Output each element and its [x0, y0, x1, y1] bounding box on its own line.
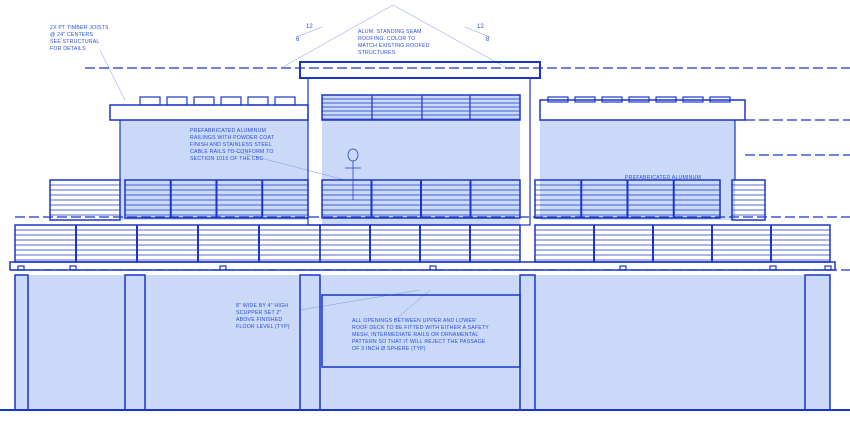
lower-level-fill [15, 275, 830, 410]
scupper [17, 265, 25, 271]
gable-left-line [282, 4, 394, 68]
left-joist-end [139, 96, 161, 106]
gable-right-line [392, 4, 506, 68]
deck-slab [9, 261, 836, 271]
left-upper-deck-fill [120, 120, 308, 220]
right-joist-end [628, 96, 650, 103]
note-scupper: 8" WIDE BY 4" HIGH SCUPPER SET 2" ABOVE … [236, 303, 290, 330]
slope-right-run: 12 [477, 24, 484, 30]
left-joist-end [166, 96, 188, 106]
scupper [429, 265, 437, 271]
left-roof [109, 104, 309, 121]
right-joist-end [682, 96, 704, 103]
deck-railing-right [534, 224, 831, 263]
note-roofing: ALUM. STANDING SEAM ROOFING. COLOR TO MA… [358, 29, 430, 56]
opening-panel [321, 294, 521, 368]
note-joists: 2X PT TIMBER JOISTS @ 24" CENTERS SEE ST… [50, 25, 109, 52]
right-joist-end [601, 96, 623, 103]
right-joist-end [574, 96, 596, 103]
right-roof [539, 99, 746, 121]
slope-left-marker [295, 26, 323, 38]
slope-left-run: 12 [306, 24, 313, 30]
right-joist-end [655, 96, 677, 103]
right-upper-deck-fill [540, 120, 735, 220]
tower-roof [299, 61, 541, 79]
left-joist-end [274, 96, 296, 106]
left-joist-end [247, 96, 269, 106]
scupper [824, 265, 832, 271]
slope-left-rise: 6 [296, 37, 300, 43]
leader-railings [229, 149, 346, 181]
right-joist-end [709, 96, 731, 103]
scupper [769, 265, 777, 271]
left-joist-end [220, 96, 242, 106]
left-joist-end [193, 96, 215, 106]
slope-right-rise: 8 [486, 37, 490, 43]
deck-railing-left [14, 224, 321, 263]
note-railings-right: PREFABRICATED ALUMINUM [625, 175, 702, 181]
slope-right-marker [464, 26, 491, 38]
right-joist-end [547, 96, 569, 103]
note-openings: ALL OPENINGS BETWEEN UPPER AND LOWER ROO… [352, 318, 489, 352]
leader-joists [99, 49, 126, 101]
scupper [69, 265, 77, 271]
tower-louver [321, 94, 521, 121]
note-railings: PREFABRICATED ALUMINUM RAILINGS WITH POW… [190, 128, 275, 162]
scupper [619, 265, 627, 271]
scupper [219, 265, 227, 271]
